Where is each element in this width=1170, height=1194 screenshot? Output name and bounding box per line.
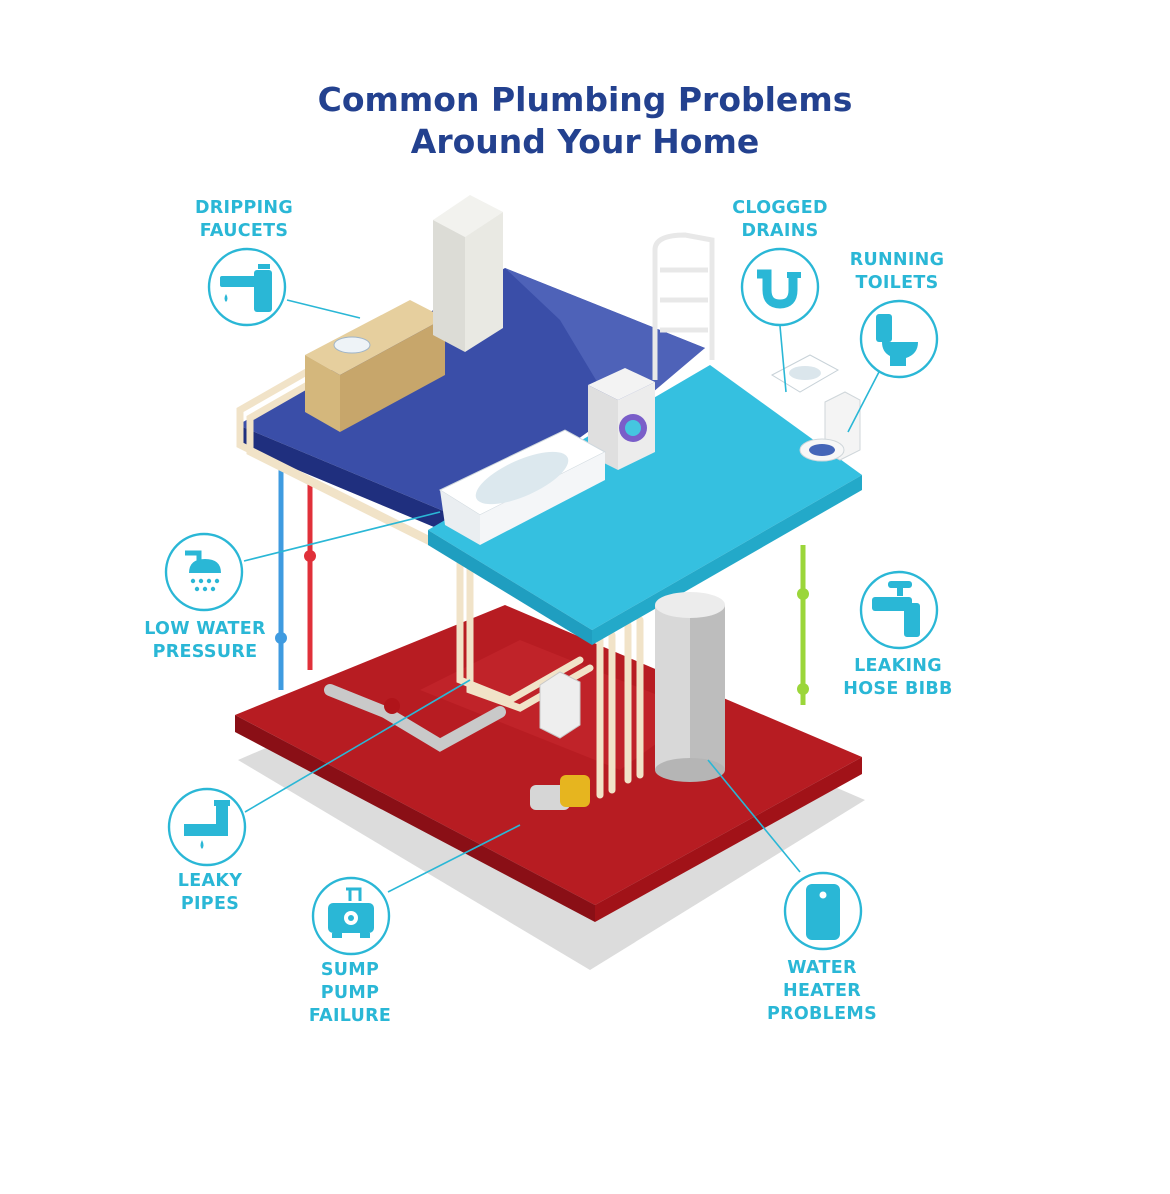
p-trap-icon	[740, 247, 820, 327]
sump-pump-unit	[530, 671, 590, 810]
water-heater	[655, 592, 725, 782]
toilet-icon	[859, 299, 939, 379]
kitchen-cabinet	[305, 300, 445, 432]
leader-lines	[243, 299, 881, 893]
water-heater-icon	[783, 871, 863, 951]
leaky-pipe-icon	[167, 787, 247, 867]
shower-icon	[164, 532, 244, 612]
towel-radiator	[652, 232, 715, 380]
bathtub	[438, 429, 607, 545]
faucet-icon	[207, 247, 287, 327]
toilet	[799, 391, 861, 462]
title-line-1: Common Plumbing Problems	[317, 80, 853, 119]
title-line-2: Around Your Home	[410, 122, 760, 161]
grey-drain-pipe	[324, 684, 506, 752]
hose-bibb-icon	[859, 570, 939, 650]
sump-pump-icon	[311, 876, 391, 956]
bathroom-sink	[770, 354, 840, 393]
refrigerator	[433, 195, 503, 352]
